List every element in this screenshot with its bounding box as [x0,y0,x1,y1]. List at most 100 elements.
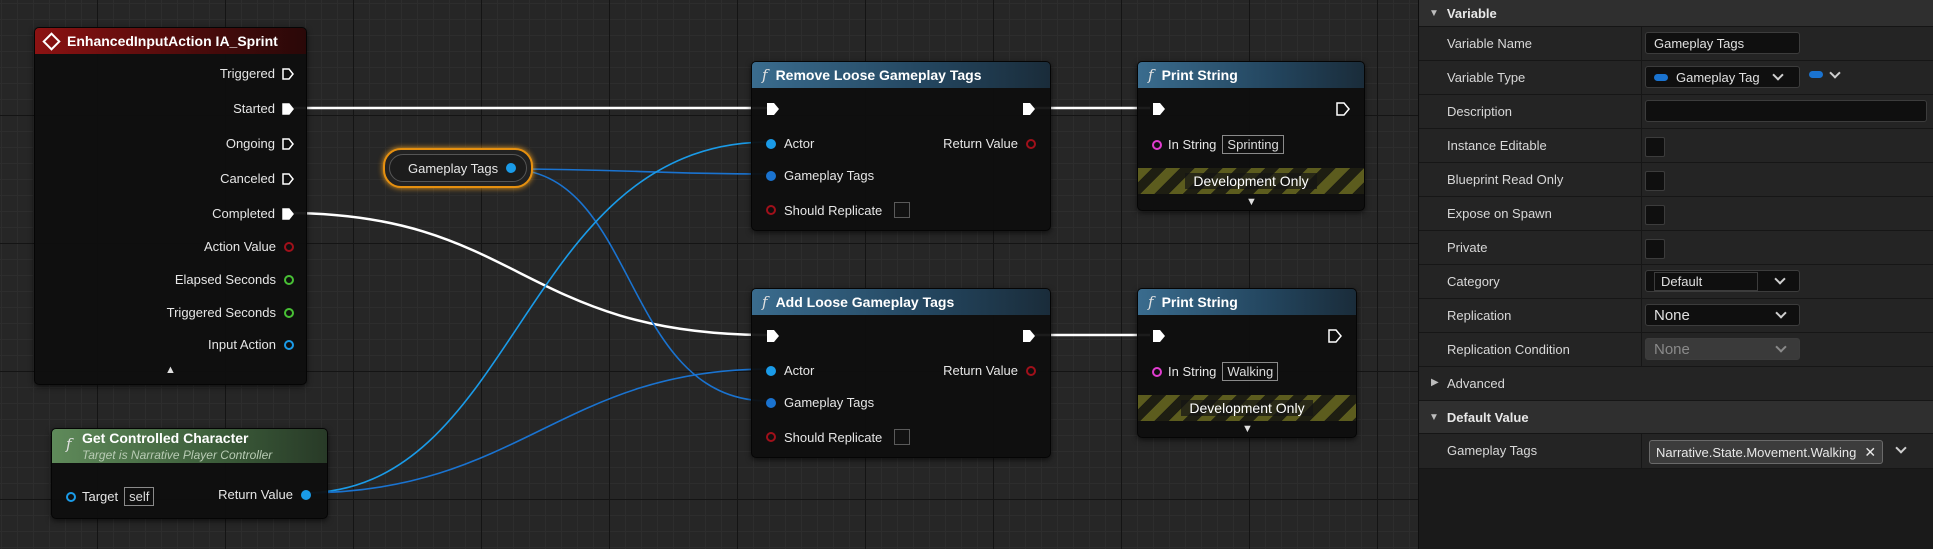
pin-return-value[interactable]: Return Value [218,487,311,502]
section-advanced[interactable]: ▶ Advanced [1419,367,1933,401]
exec-out-pin-icon[interactable] [1022,329,1036,343]
add-node-header: f Add Loose Gameplay Tags [752,289,1050,315]
add-loose-gameplay-tags-node[interactable]: f Add Loose Gameplay Tags Actor Return V… [751,288,1051,458]
replication-dropdown[interactable]: None [1645,304,1800,326]
object-pin-icon [301,489,311,500]
instance-editable-checkbox[interactable] [1645,137,1665,157]
gameplay-tag-chip[interactable]: Narrative.State.Movement.Walking ✕ [1649,440,1884,464]
pin-ongoing[interactable]: Ongoing [226,136,294,151]
collapse-triangle-icon: ▼ [1429,411,1439,423]
single-type-icon [1809,71,1823,78]
event-node-header: EnhancedInputAction IA_Sprint [35,28,306,54]
in-string-field[interactable]: Sprinting [1222,135,1284,154]
object-pin-icon [284,339,294,350]
exec-pin-icon [282,172,294,185]
object-pin-icon [66,491,76,502]
exec-out-pin-icon[interactable] [1022,102,1036,116]
exec-in-pin-icon[interactable] [766,329,780,343]
row-description: Description [1419,95,1933,129]
collapse-triangle-icon: ▼ [1429,7,1439,19]
pin-gameplay-tags[interactable]: Gameplay Tags [766,395,874,410]
exec-out-pin-icon[interactable] [1328,329,1342,343]
function-icon: f [1148,293,1154,311]
collapse-chevron-icon[interactable]: ▲ [165,364,176,376]
exec-in-pin-icon[interactable] [766,102,780,116]
pin-action-value[interactable]: Action Value [204,239,294,254]
pin-triggered[interactable]: Triggered [220,66,294,81]
container-type-dropdown[interactable] [1809,66,1841,79]
pin-actor[interactable]: Actor [766,136,814,151]
replication-condition-dropdown: None [1645,338,1800,360]
data-wire-char-add-actor [302,368,770,494]
row-variable-type: Variable Type Gameplay Tag [1419,61,1933,95]
pin-gameplay-tags[interactable]: Gameplay Tags [766,168,874,183]
exec-out-pin-icon[interactable] [1336,102,1350,116]
chevron-down-icon [1771,69,1784,81]
description-input[interactable] [1645,100,1927,122]
close-icon[interactable]: ✕ [1864,443,1877,460]
exec-in-pin-icon[interactable] [1152,329,1166,343]
expand-chevron-icon[interactable]: ▼ [1246,196,1257,208]
pin-triggered-seconds[interactable]: Triggered Seconds [167,305,294,320]
function-icon: f [762,66,768,84]
bool-pin-icon [766,205,776,215]
chevron-down-icon [1774,273,1786,285]
bool-pin-icon [284,241,294,252]
pin-actor[interactable]: Actor [766,363,814,378]
pin-started[interactable]: Started [233,101,294,116]
variable-name-input[interactable]: Gameplay Tags [1645,32,1800,54]
string-pin-icon [1152,366,1162,377]
pin-return-value[interactable]: Return Value [943,136,1036,151]
blueprint-graph[interactable]: EnhancedInputAction IA_Sprint Triggered … [0,0,1418,549]
get-controlled-character-node[interactable]: f Get Controlled Character Target is Nar… [51,428,328,519]
section-variable[interactable]: ▼Variable [1419,0,1933,27]
gameplay-tags-variable-node[interactable]: Gameplay Tags [383,148,533,188]
chevron-down-icon [1775,341,1787,353]
float-pin-icon [284,307,294,318]
variable-type-dropdown[interactable]: Gameplay Tag [1645,66,1800,88]
pin-elapsed-seconds[interactable]: Elapsed Seconds [175,272,294,287]
exec-pin-icon [282,102,294,115]
float-pin-icon [284,274,294,285]
event-node-ia-sprint[interactable]: EnhancedInputAction IA_Sprint Triggered … [34,27,307,385]
expose-on-spawn-checkbox[interactable] [1645,205,1665,225]
category-combobox[interactable]: Default [1645,270,1800,292]
target-value-field[interactable]: self [124,487,155,506]
row-instance-editable: Instance Editable [1419,129,1933,163]
pin-target[interactable]: Target self [66,487,155,506]
should-replicate-checkbox[interactable] [894,429,911,445]
category-input[interactable]: Default [1654,271,1758,291]
pin-input-action[interactable]: Input Action [208,337,294,352]
print-node-header: f Print String [1138,62,1364,88]
pin-in-string[interactable]: In String Walking [1152,362,1279,381]
row-variable-name: Variable Name Gameplay Tags [1419,27,1933,61]
struct-pin-icon [766,170,776,181]
event-diamond-icon [42,31,61,51]
in-string-field[interactable]: Walking [1222,362,1279,381]
function-icon: f [1148,66,1154,84]
exec-in-pin-icon[interactable] [1152,102,1166,116]
exec-wire-completed-add [285,211,770,337]
row-replication-condition: Replication Condition None [1419,333,1933,367]
remove-loose-gameplay-tags-node[interactable]: f Remove Loose Gameplay Tags Actor Retur… [751,61,1051,231]
row-private: Private [1419,231,1933,265]
pin-should-replicate[interactable]: Should Replicate [766,202,911,218]
string-pin-icon [1152,139,1162,150]
pin-completed[interactable]: Completed [212,206,294,221]
section-default-value[interactable]: ▼Default Value [1419,401,1933,434]
chevron-down-icon[interactable] [1895,442,1907,454]
private-checkbox[interactable] [1645,239,1665,259]
details-panel: ▼Variable Variable Name Gameplay Tags Va… [1418,0,1933,549]
expand-chevron-icon[interactable]: ▼ [1242,423,1253,435]
event-node-title: EnhancedInputAction IA_Sprint [67,33,278,49]
struct-pin-icon [766,397,776,408]
should-replicate-checkbox[interactable] [894,202,911,218]
print-string-node-sprinting[interactable]: f Print String In String Sprinting Devel… [1137,61,1365,211]
chevron-down-icon [1829,66,1841,79]
pin-should-replicate[interactable]: Should Replicate [766,429,911,445]
blueprint-read-only-checkbox[interactable] [1645,171,1665,191]
print-string-node-walking[interactable]: f Print String In String Walking Develop… [1137,288,1357,438]
pin-canceled[interactable]: Canceled [220,171,294,186]
pin-return-value[interactable]: Return Value [943,363,1036,378]
pin-in-string[interactable]: In String Sprinting [1152,135,1284,154]
